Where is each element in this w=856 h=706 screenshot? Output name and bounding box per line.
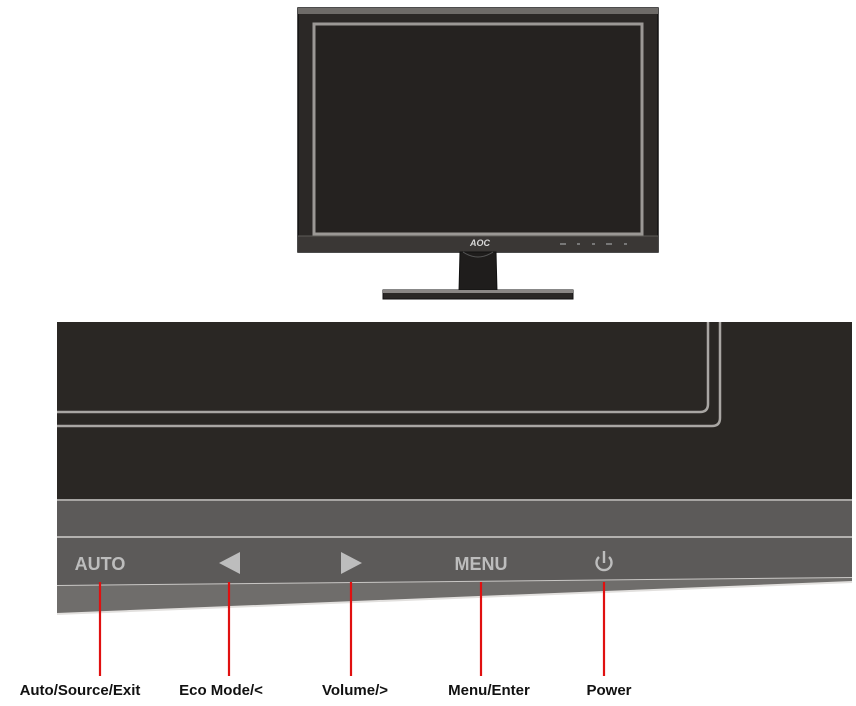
label-auto-source-exit: Auto/Source/Exit	[20, 682, 141, 699]
mini-button	[624, 243, 627, 245]
monitor-front-view: AOC	[297, 7, 659, 300]
mini-button	[606, 243, 612, 245]
label-volume: Volume/>	[322, 682, 388, 699]
mini-button	[577, 243, 580, 245]
callout-lines	[98, 582, 606, 676]
menu-button[interactable]: MENU	[455, 554, 508, 574]
mini-button	[560, 243, 566, 245]
mini-buttons	[560, 243, 627, 245]
monitor-top-edge	[298, 8, 658, 14]
bezel-button-strip	[57, 500, 852, 586]
callout-labels: Auto/Source/Exit Eco Mode/< Volume/> Men…	[20, 682, 632, 699]
power-icon[interactable]	[595, 551, 613, 572]
screen-frame-corner	[57, 322, 710, 414]
label-eco-mode: Eco Mode/<	[179, 682, 263, 699]
bezel-closeup	[56, 322, 853, 615]
monitor-bottom-strip	[298, 236, 658, 252]
triangle-left-icon[interactable]	[219, 552, 240, 574]
brand-logo: AOC	[469, 238, 491, 248]
label-power: Power	[586, 682, 631, 699]
bezel-buttons: AUTO MENU	[75, 551, 613, 574]
mini-button	[592, 243, 595, 245]
triangle-right-icon[interactable]	[341, 552, 362, 574]
stand-neck	[458, 251, 498, 293]
auto-button[interactable]: AUTO	[75, 554, 126, 574]
monitor-screen	[312, 22, 644, 236]
label-menu-enter: Menu/Enter	[448, 682, 530, 699]
